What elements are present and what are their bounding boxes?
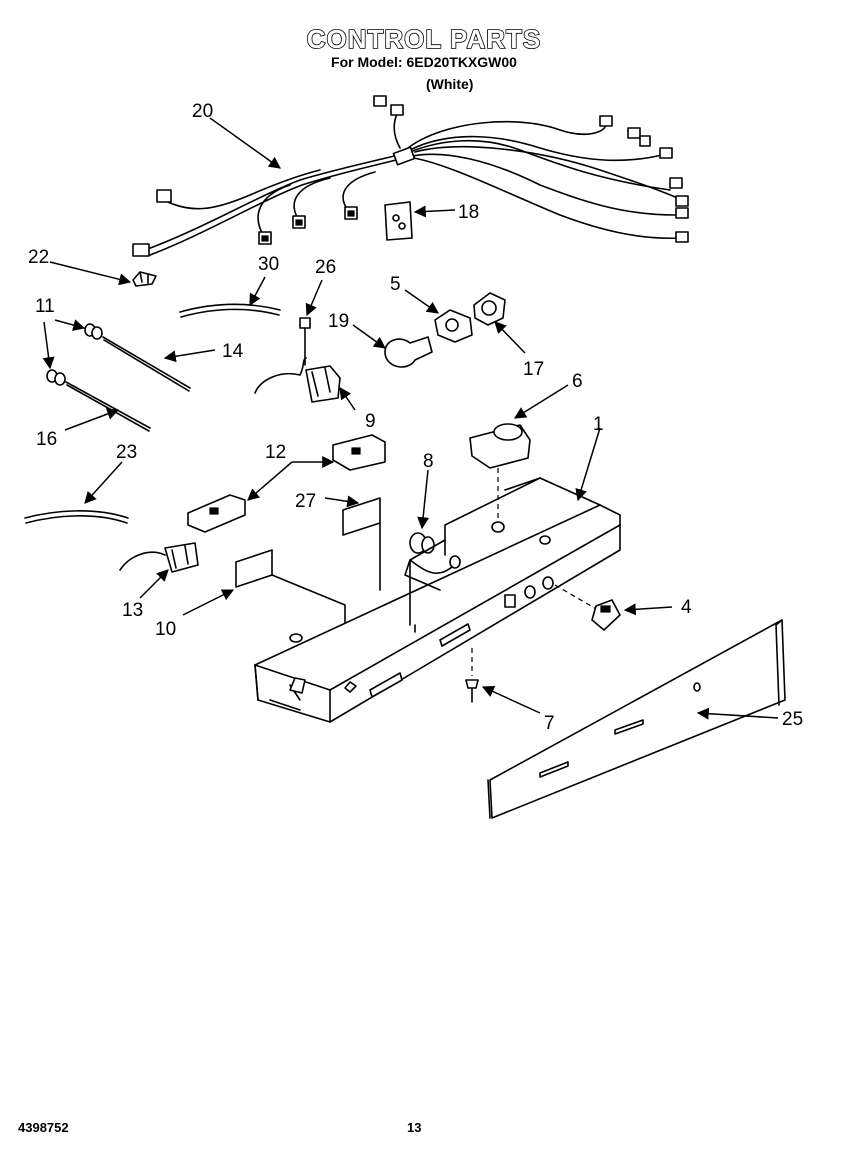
switch-part-12-lower <box>187 494 246 533</box>
callout-22: 22 <box>28 247 49 268</box>
callout-9: 9 <box>365 411 376 432</box>
rod-part-14 <box>84 323 191 392</box>
callout-13: 13 <box>122 600 143 621</box>
callout-26: 26 <box>315 257 336 278</box>
light-bulb-part-19 <box>384 336 433 368</box>
screw-part-7 <box>465 648 479 703</box>
callout-8: 8 <box>423 451 434 472</box>
rod-part-16 <box>46 369 151 432</box>
callout-5: 5 <box>390 274 401 295</box>
callout-25: 25 <box>782 709 803 730</box>
switch-part-4 <box>591 599 621 631</box>
model-subtitle: For Model: 6ED20TKXGW00 <box>331 54 517 70</box>
callout-19: 19 <box>328 311 349 332</box>
callout-4: 4 <box>681 597 692 618</box>
callout-10: 10 <box>155 619 176 640</box>
callout-7: 7 <box>544 713 555 734</box>
switch-part-13 <box>119 542 199 573</box>
callout-17: 17 <box>523 359 544 380</box>
switch-part-9 <box>254 357 341 403</box>
callout-11: 11 <box>35 296 55 317</box>
panel-part-25 <box>487 619 786 819</box>
callout-27: 27 <box>295 491 316 512</box>
callout-30: 30 <box>258 254 279 275</box>
knob-part-8 <box>409 532 461 574</box>
color-variant: (White) <box>426 76 474 92</box>
callout-6: 6 <box>572 371 583 392</box>
callout-18: 18 <box>458 202 479 223</box>
lamp-socket-part-5 <box>434 309 473 343</box>
callout-1: 1 <box>593 414 604 435</box>
control-housing-part-1 <box>254 477 621 723</box>
tube-part-23 <box>24 510 129 524</box>
wire-harness-part-20 <box>132 95 689 257</box>
callout-23: 23 <box>116 442 137 463</box>
callout-20: 20 <box>192 101 213 122</box>
bracket-part-18 <box>384 201 413 241</box>
callout-numbers: 20 18 22 30 26 5 11 19 17 14 6 9 16 23 1… <box>28 101 803 734</box>
clip-part-22 <box>132 271 157 287</box>
callout-14: 14 <box>222 341 244 362</box>
callout-16: 16 <box>36 429 57 450</box>
socket-housing-part-17 <box>473 292 506 326</box>
page-number: 13 <box>407 1120 422 1135</box>
switch-part-12-upper <box>332 434 386 471</box>
tube-part-30 <box>179 303 281 318</box>
document-number: 4398752 <box>18 1120 69 1135</box>
leader-lines <box>42 117 779 720</box>
thermostat-part-6 <box>469 423 531 522</box>
label-part-27 <box>342 497 381 591</box>
page-title: CONTROL PARTS <box>306 23 542 55</box>
callout-12: 12 <box>265 442 286 463</box>
